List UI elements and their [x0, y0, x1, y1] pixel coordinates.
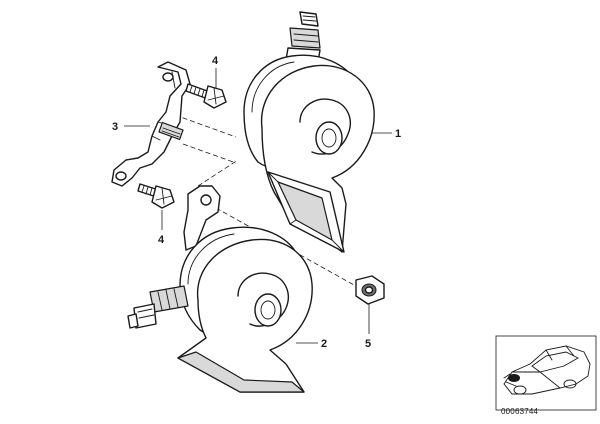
reference-code: 00063744 — [501, 407, 539, 416]
vehicle-location-thumbnail — [495, 335, 597, 411]
callout-part-1: 1 — [395, 128, 401, 140]
leader-lines — [124, 68, 392, 344]
mounting-bracket — [111, 61, 191, 187]
callout-part-5: 5 — [365, 338, 371, 350]
horn-location-marker — [508, 374, 520, 382]
horn-upper — [243, 11, 375, 253]
callout-part-4-lower: 4 — [158, 234, 165, 246]
callout-part-2: 2 — [321, 338, 327, 350]
hex-nut — [355, 275, 385, 305]
bolt-upper — [185, 83, 227, 109]
assembly-dash-lines — [174, 114, 355, 286]
callout-part-3: 3 — [112, 121, 118, 133]
horn-lower — [127, 185, 313, 393]
bolt-lower — [137, 183, 175, 209]
callout-part-4-upper: 4 — [212, 55, 219, 67]
callouts: 1 2 3 4 4 5 — [112, 55, 401, 350]
